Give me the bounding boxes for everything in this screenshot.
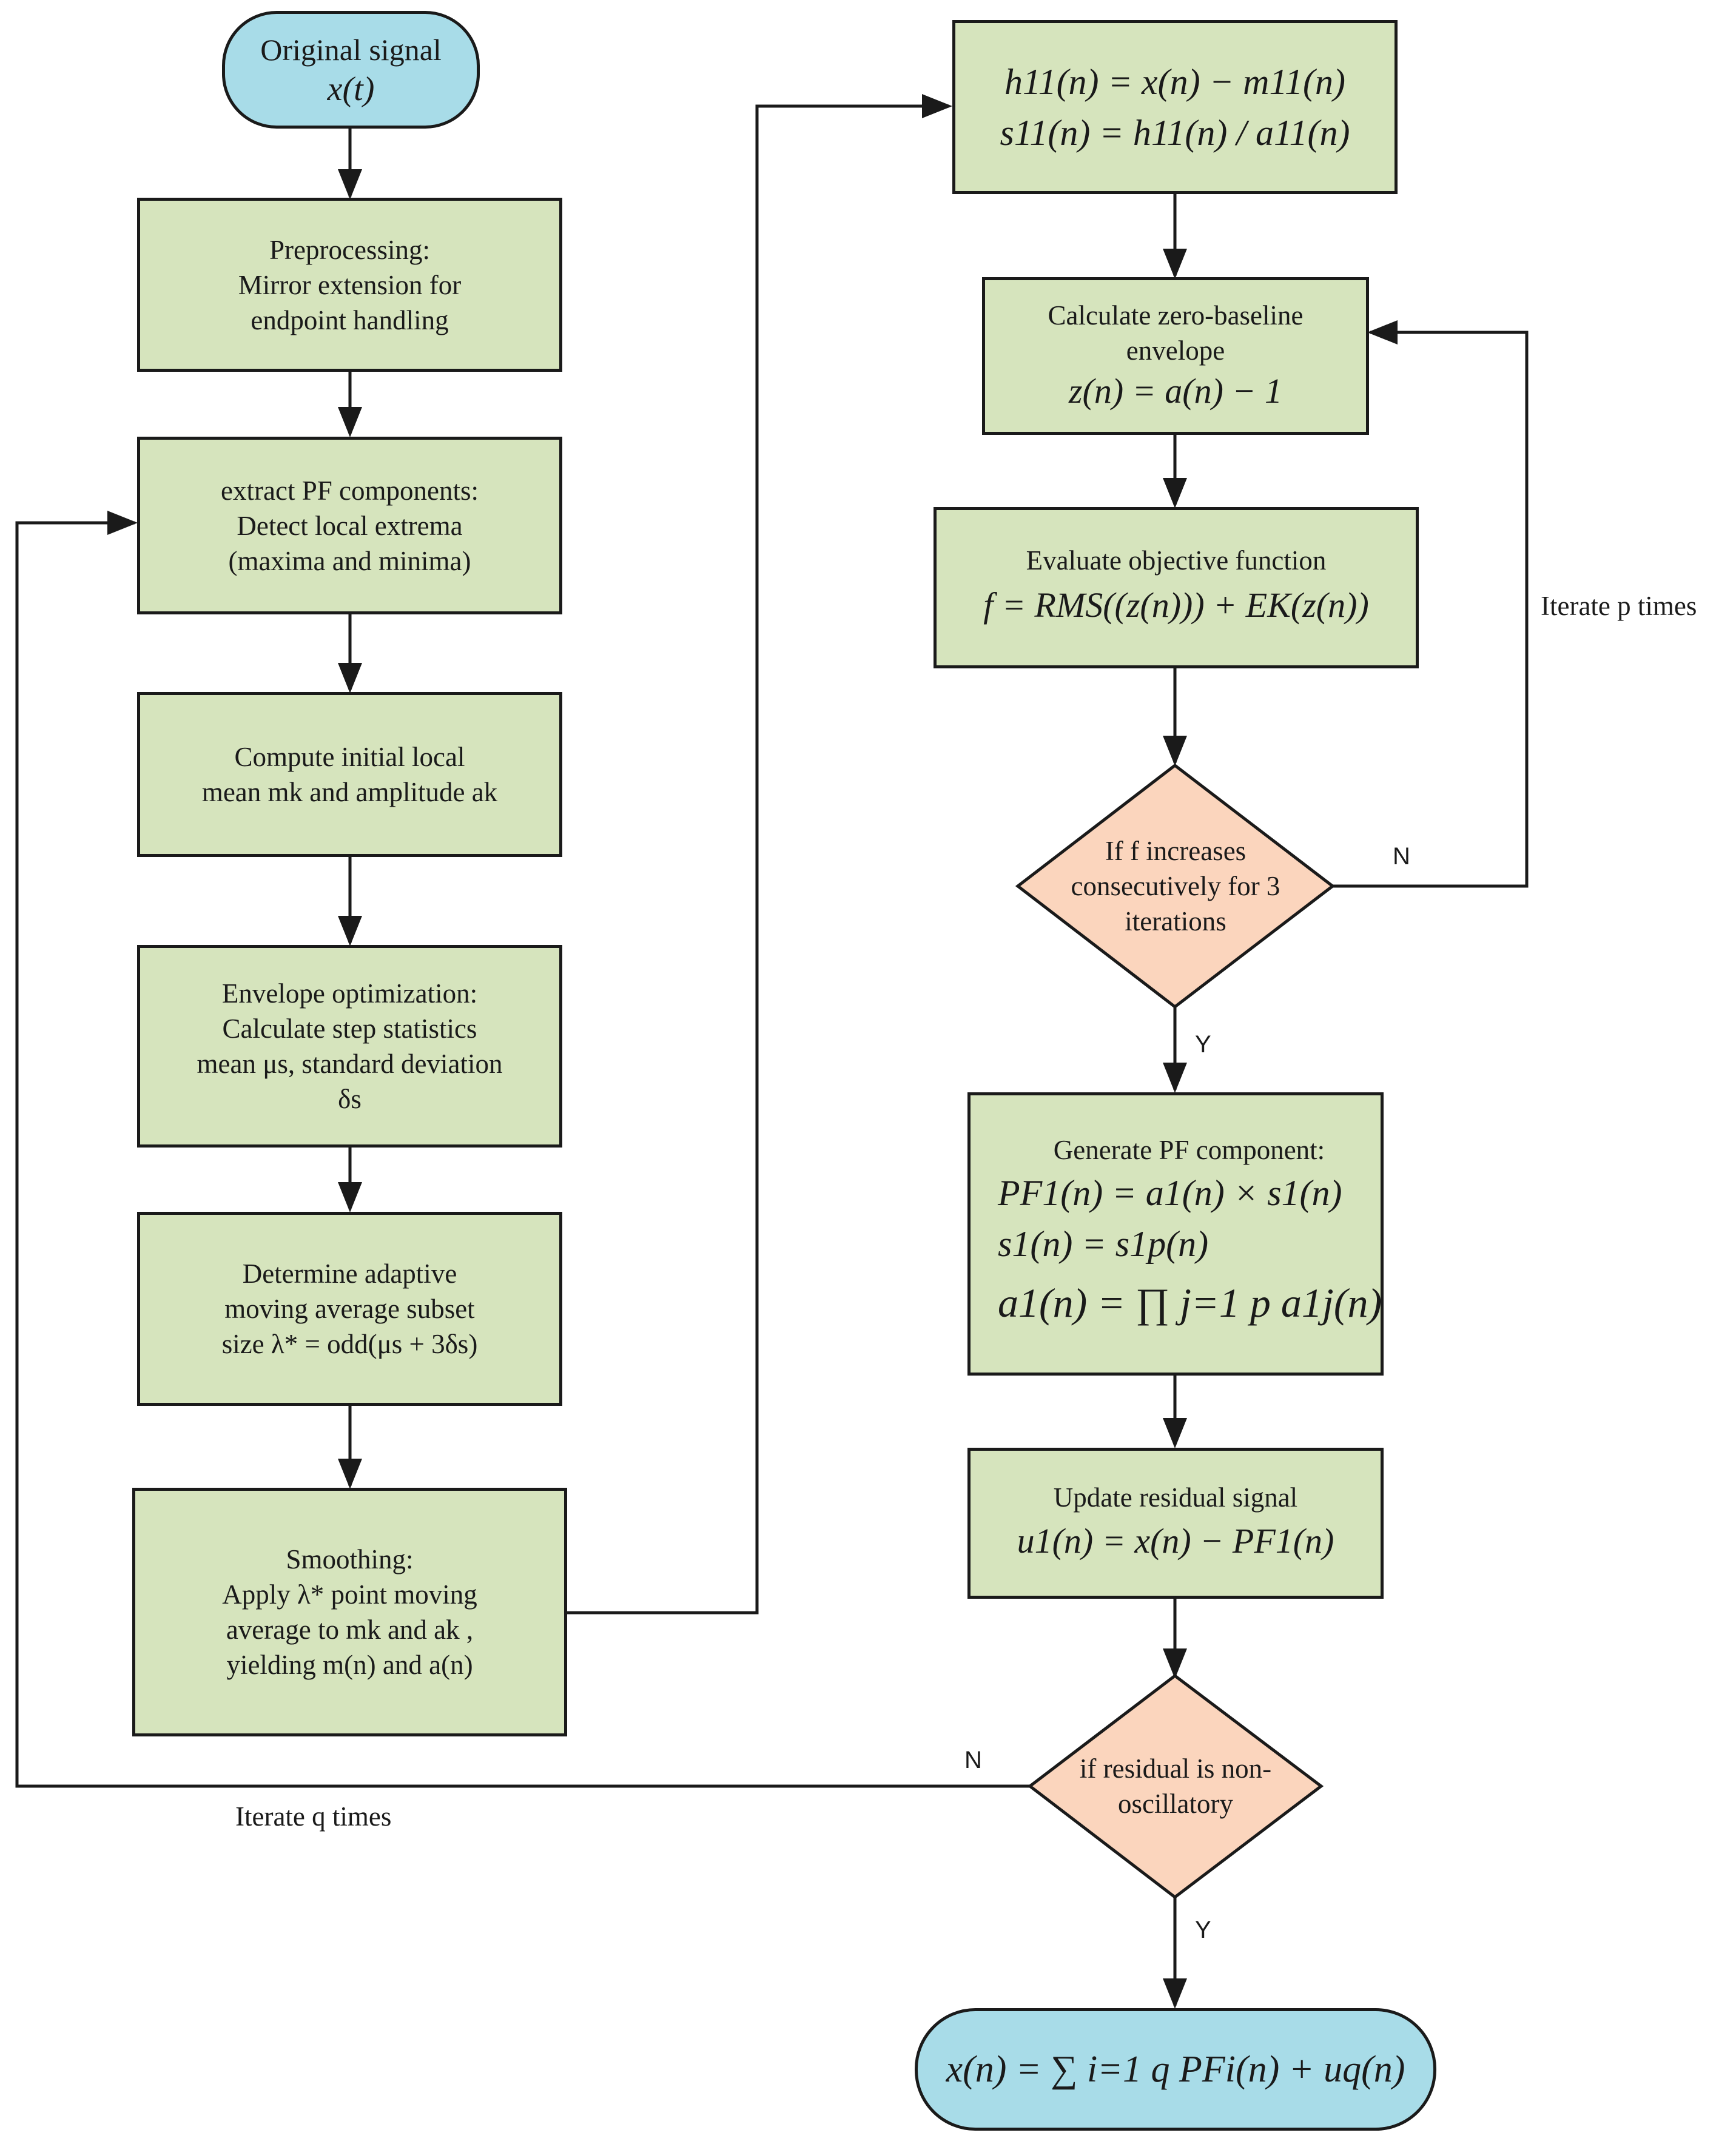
arrow-decision2-no-loop [15, 511, 1030, 1788]
arrow-decision1-no-loop [1333, 320, 1529, 888]
decision1-no-label: N [1393, 843, 1410, 870]
decision-f-increases-text: If f increases consecutively for 3 itera… [1031, 807, 1320, 966]
extract-line-1: extract PF components: [221, 475, 479, 506]
decision1-line-1: If f increases [1105, 836, 1246, 866]
smoothing-box: Smoothing: Apply λ* point moving average… [132, 1488, 567, 1736]
decision-f-increases-shape [1015, 763, 1336, 1009]
end-formula: x(n) = ∑ i=1 q PFi(n) + uq(n) [946, 2049, 1405, 2090]
start-formula: x(t) [327, 70, 375, 108]
smoothing-line-1: Smoothing: [286, 1544, 414, 1574]
iterate-q-label: Iterate q times [235, 1801, 392, 1832]
pf1-formula: PF1(n) = a1(n) × s1(n) [998, 1172, 1342, 1213]
decision-residual-text: if residual is non- oscillatory [1031, 1735, 1320, 1838]
zero-baseline-line-1: Calculate zero-baseline [1048, 300, 1304, 331]
compute-box: Compute initial local mean mk and amplit… [137, 692, 562, 857]
h11-formula: h11(n) = x(n) − m11(n) [1004, 61, 1345, 102]
decision-residual-shape [1027, 1673, 1324, 1900]
extract-line-3: (maxima and minima) [228, 545, 471, 576]
end-terminal: x(n) = ∑ i=1 q PFi(n) + uq(n) [915, 2008, 1436, 2131]
envelope-line-1: Envelope optimization: [221, 978, 478, 1009]
determine-line-3: size λ* = odd(μs + 3δs) [221, 1329, 478, 1359]
update-box: Update residual signal u1(n) = x(n) − PF… [967, 1448, 1384, 1599]
decision2-no-label: N [964, 1747, 982, 1773]
iterate-p-label: Iterate p times [1541, 591, 1697, 621]
envelope-opt-box: Envelope optimization: Calculate step st… [137, 945, 562, 1148]
update-formula: u1(n) = x(n) − PF1(n) [1017, 1521, 1334, 1561]
determine-line-1: Determine adaptive [242, 1259, 457, 1289]
compute-line-1: Compute initial local [234, 742, 465, 772]
decision1-yes-label: Y [1195, 1031, 1211, 1058]
determine-line-2: moving average subset [224, 1294, 475, 1324]
zero-baseline-line-2: envelope [1126, 335, 1225, 366]
preprocess-line-2: Mirror extension for [238, 269, 462, 300]
zero-baseline-formula: z(n) = a(n) − 1 [1068, 371, 1283, 411]
start-label: Original signal [260, 33, 442, 67]
smoothing-line-4: yielding m(n) and a(n) [226, 1650, 473, 1680]
start-terminal: Original signal x(t) [222, 11, 480, 129]
a1-product-formula: a1(n) = ∏ j=1 p a1j(n) [998, 1279, 1382, 1326]
objective-line: Evaluate objective function [1026, 545, 1327, 576]
s11-formula: s11(n) = h11(n) / a11(n) [1000, 112, 1350, 153]
decision2-line-2: oscillatory [1118, 1789, 1233, 1819]
update-line: Update residual signal [1053, 1482, 1298, 1513]
zero-baseline-box: Calculate zero-baseline envelope z(n) = … [982, 277, 1369, 435]
decision1-line-2: consecutively for 3 [1071, 871, 1280, 901]
decision1-line-3: iterations [1125, 906, 1226, 936]
preprocess-line-3: endpoint handling [251, 304, 449, 335]
smoothing-line-2: Apply λ* point moving [222, 1579, 477, 1610]
h-formulas-box: h11(n) = x(n) − m11(n) s11(n) = h11(n) /… [952, 20, 1398, 194]
smoothing-line-3: average to mk and ak , [226, 1615, 474, 1645]
envelope-line-3: mean μs, standard deviation [197, 1049, 503, 1079]
compute-line-2: mean mk and amplitude ak [201, 777, 498, 807]
envelope-line-4: δs [338, 1084, 362, 1114]
determine-box: Determine adaptive moving average subset… [137, 1212, 562, 1406]
envelope-line-2: Calculate step statistics [222, 1013, 477, 1044]
generate-line: Generate PF component: [1053, 1134, 1325, 1165]
arrow-smoothing-to-h-formulas [567, 94, 952, 1615]
decision2-line-1: if residual is non- [1079, 1753, 1272, 1784]
objective-box: Evaluate objective function f = RMS((z(n… [934, 507, 1419, 668]
generate-box: Generate PF component: PF1(n) = a1(n) × … [967, 1092, 1384, 1376]
objective-formula: f = RMS((z(n))) + EK(z(n)) [983, 585, 1369, 625]
preprocess-box: Preprocessing: Mirror extension for endp… [137, 198, 562, 372]
decision2-yes-label: Y [1195, 1917, 1211, 1943]
extract-line-2: Detect local extrema [237, 510, 463, 541]
extract-box: extract PF components: Detect local extr… [137, 437, 562, 614]
preprocess-line-1: Preprocessing: [269, 234, 430, 265]
s1-formula: s1(n) = s1p(n) [998, 1223, 1209, 1264]
